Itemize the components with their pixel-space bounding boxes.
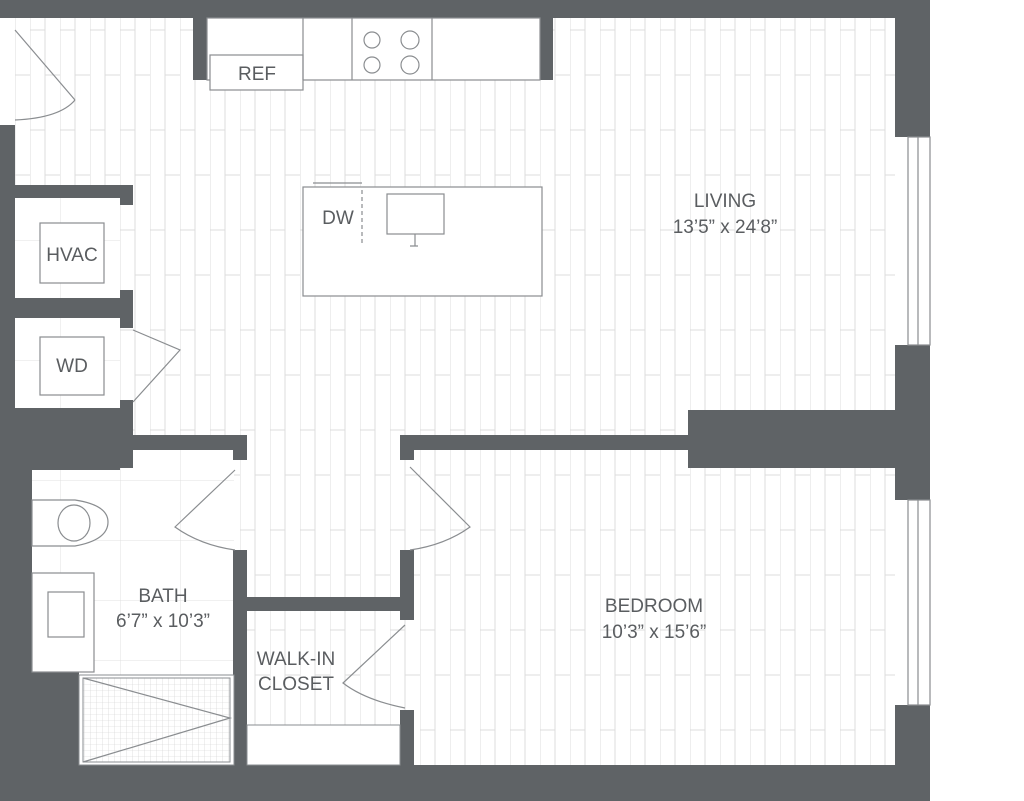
bedroom-dims: 10’3” x 15’6”: [602, 622, 707, 643]
wd-label: WD: [56, 356, 88, 377]
living-dims: 13’5” x 24’8”: [673, 217, 778, 238]
toilet: [31, 499, 109, 547]
bath-door[interactable]: [174, 469, 236, 551]
shower: [78, 674, 235, 766]
bedroom-door[interactable]: [409, 466, 471, 551]
closet-label-line2: CLOSET: [258, 674, 334, 695]
closet-door[interactable]: [342, 624, 406, 709]
ref-label: REF: [238, 64, 276, 85]
closet-label-line1: WALK-IN: [257, 649, 335, 670]
hvac-unit: [39, 222, 105, 284]
kitchen-island: [302, 182, 543, 297]
bedroom-name: BEDROOM: [605, 596, 703, 617]
hvac-label: HVAC: [46, 245, 97, 266]
closet-shelf: [246, 724, 401, 766]
walls: [0, 0, 930, 801]
washer-dryer: [39, 336, 105, 396]
vanity-sink: [31, 572, 95, 673]
living-name: LIVING: [694, 191, 756, 212]
dw-label: DW: [322, 208, 354, 229]
wd-door[interactable]: [132, 329, 182, 403]
entry-door[interactable]: [14, 29, 76, 121]
windows: [907, 136, 931, 706]
kitchen-counter: [206, 17, 541, 91]
bath-name: BATH: [138, 586, 187, 607]
bath-dims: 6’7” x 10’3”: [116, 611, 210, 632]
